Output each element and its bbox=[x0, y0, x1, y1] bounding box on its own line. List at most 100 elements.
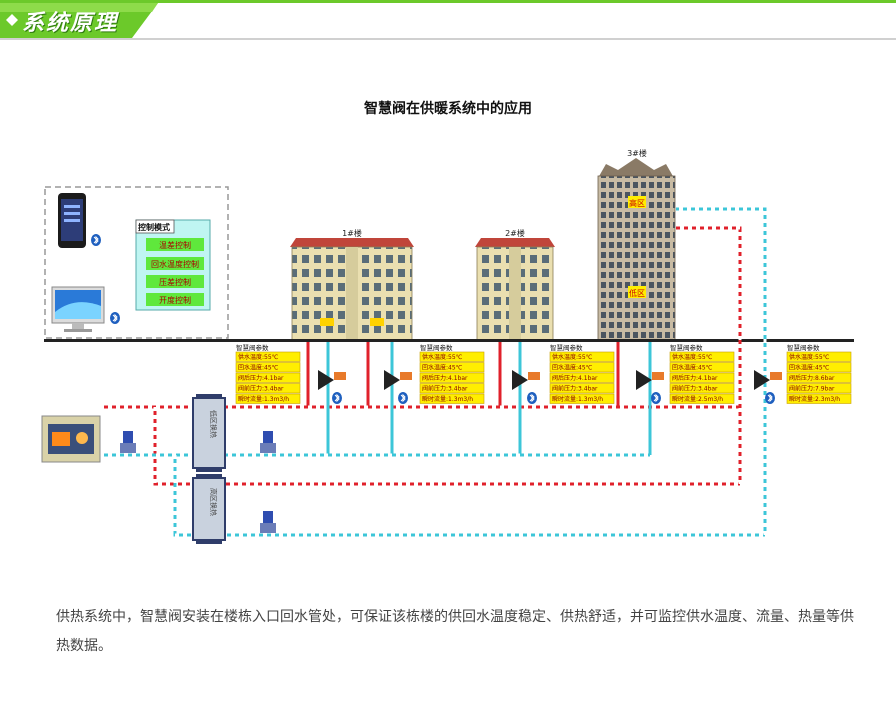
building-1 bbox=[290, 238, 414, 341]
smart-valve-icon bbox=[384, 370, 412, 390]
valve-panel-row: 阀前压力:3.4bar bbox=[238, 385, 284, 393]
section-title: 系统原理 bbox=[22, 11, 119, 36]
valve-panel-row-bg bbox=[419, 393, 485, 404]
smart-valve-icon bbox=[318, 370, 346, 390]
valve-panel-row: 阀前压力:3.4bar bbox=[552, 385, 598, 393]
diagram-title: 智慧阀在供暖系统中的应用 bbox=[364, 101, 532, 117]
valve-panel-row-bg bbox=[786, 372, 852, 383]
building-3-label: 3#楼 bbox=[627, 148, 647, 158]
bluetooth-icon bbox=[332, 392, 342, 404]
banner-graphic bbox=[0, 0, 896, 40]
valve-panel-row: 阀后压力:4.1bar bbox=[552, 374, 598, 382]
valve-panel-row: 回水温度:45℃ bbox=[789, 364, 830, 372]
valve-panel-title: 智慧阀参数 bbox=[420, 343, 453, 352]
building-3-tower bbox=[597, 158, 676, 341]
bluetooth-icon bbox=[91, 234, 101, 246]
valve-panel-row-bg bbox=[669, 362, 735, 373]
return-pipes bbox=[100, 207, 767, 537]
valve-panel-row-bg bbox=[549, 372, 615, 383]
phone-icon bbox=[58, 193, 86, 248]
valve-panel-row: 阀后压力:4.1bar bbox=[672, 374, 718, 382]
building-2-label: 2#楼 bbox=[505, 228, 525, 238]
heat-exchanger-high-label: 高区换热 bbox=[209, 488, 218, 516]
valve-panel-row-bg bbox=[669, 351, 735, 362]
valve-panel-row: 供水温度:55℃ bbox=[789, 353, 830, 361]
valve-panel-row-bg bbox=[419, 372, 485, 383]
valve-panel-row: 阀前压力:7.9bar bbox=[789, 385, 835, 393]
section-banner: 系统原理 bbox=[0, 0, 896, 44]
building-1-label: 1#楼 bbox=[342, 228, 362, 238]
bluetooth-icon bbox=[765, 392, 775, 404]
boiler-icon bbox=[41, 415, 101, 463]
valve-panel-row: 瞬时流量:2.3m3/h bbox=[789, 395, 840, 403]
description-text: 供热系统中，智慧阀安装在楼栋入口回水管处，可保证该栋楼的供回水温度稳定、供热舒适… bbox=[56, 609, 854, 654]
bluetooth-icon bbox=[398, 392, 408, 404]
pump-icon bbox=[260, 431, 276, 453]
valve-panel-row: 瞬时流量:1.3m3/h bbox=[552, 395, 603, 403]
mode-button-temp-diff[interactable]: 温差控制 bbox=[159, 240, 191, 250]
mode-button-return-temp[interactable]: 回水温度控制 bbox=[151, 259, 199, 269]
valve-panel-row: 瞬时流量:1.3m3/h bbox=[238, 395, 289, 403]
diamond-icon bbox=[6, 14, 18, 26]
valve-panel-row-bg bbox=[419, 351, 485, 362]
valve-panel-row: 阀前压力:3.4bar bbox=[422, 385, 468, 393]
valve-panel-row: 供水温度:55℃ bbox=[552, 353, 593, 361]
valve-panel-row: 阀后压力:4.1bar bbox=[238, 374, 284, 382]
valve-panel-row: 回水温度:45℃ bbox=[552, 364, 593, 372]
heat-exchanger-high bbox=[192, 474, 226, 544]
mode-buttons: 温差控制 回水温度控制 压差控制 开度控制 bbox=[146, 238, 204, 306]
valve-parameter-panels: 智慧阀参数供水温度:55℃回水温度:45℃阀后压力:4.1bar阀前压力:3.4… bbox=[235, 343, 852, 404]
monitor-icon bbox=[51, 286, 105, 332]
valve-panel-row-bg bbox=[786, 383, 852, 394]
bluetooth-icon bbox=[110, 312, 120, 324]
valve-panel-title: 智慧阀参数 bbox=[236, 343, 269, 352]
smart-valve-icon bbox=[636, 370, 664, 390]
valve-panel-row-bg bbox=[786, 362, 852, 373]
valve-panel-row-bg bbox=[669, 383, 735, 394]
control-box bbox=[44, 186, 229, 339]
valve-panel-row-bg bbox=[419, 383, 485, 394]
valve-panel-row-bg bbox=[786, 351, 852, 362]
building-2 bbox=[475, 238, 555, 341]
heat-exchanger-low bbox=[192, 394, 226, 472]
mode-button-pressure-diff[interactable]: 压差控制 bbox=[159, 277, 191, 287]
valve-panel-row-bg bbox=[786, 393, 852, 404]
valve-panel-title: 智慧阀参数 bbox=[670, 343, 703, 352]
control-mode-title: 控制模式 bbox=[138, 222, 170, 232]
valve-panel-row-bg bbox=[235, 362, 301, 373]
valve-panel-row-bg bbox=[549, 393, 615, 404]
valve-panel-row-bg bbox=[419, 362, 485, 373]
valve-panel-row: 阀后压力:8.6bar bbox=[789, 374, 835, 382]
valve-panel-row-bg bbox=[235, 393, 301, 404]
valve-panel-row: 阀后压力:4.1bar bbox=[422, 374, 468, 382]
valve-panel-row-bg bbox=[669, 372, 735, 383]
ground-line bbox=[44, 339, 854, 342]
zone-low-label: 低区 bbox=[629, 288, 645, 298]
valve-panel-row: 供水温度:55℃ bbox=[422, 353, 463, 361]
valve-panel-title: 智慧阀参数 bbox=[787, 343, 820, 352]
valve-panel-row: 瞬时流量:1.3m3/h bbox=[422, 395, 473, 403]
valve-panel-row: 供水温度:55℃ bbox=[672, 353, 713, 361]
valve-panel-row-bg bbox=[235, 383, 301, 394]
bluetooth-icon bbox=[651, 392, 661, 404]
valve-panel-row-bg bbox=[549, 383, 615, 394]
valve-panel-row-bg bbox=[235, 351, 301, 362]
zone-high-label: 高区 bbox=[629, 198, 645, 208]
valve-panel-row-bg bbox=[235, 372, 301, 383]
bluetooth-icon bbox=[527, 392, 537, 404]
mode-button-opening[interactable]: 开度控制 bbox=[159, 295, 191, 305]
smart-valve-icon bbox=[754, 370, 782, 390]
heat-exchanger-low-label: 低区换热 bbox=[209, 410, 218, 438]
valve-panel-row-bg bbox=[549, 351, 615, 362]
pump-icon bbox=[260, 511, 276, 533]
valve-panel-row-bg bbox=[669, 393, 735, 404]
valve-panel-row: 回水温度:45℃ bbox=[238, 364, 279, 372]
valve-panel-row: 瞬时流量:2.5m3/h bbox=[672, 395, 723, 403]
valve-panel-row: 回水温度:45℃ bbox=[672, 364, 713, 372]
valve-panel-row: 回水温度:45℃ bbox=[422, 364, 463, 372]
valve-panel-title: 智慧阀参数 bbox=[550, 343, 583, 352]
valve-panel-row-bg bbox=[549, 362, 615, 373]
pump-icon bbox=[120, 431, 136, 453]
smart-valve-icon bbox=[512, 370, 540, 390]
